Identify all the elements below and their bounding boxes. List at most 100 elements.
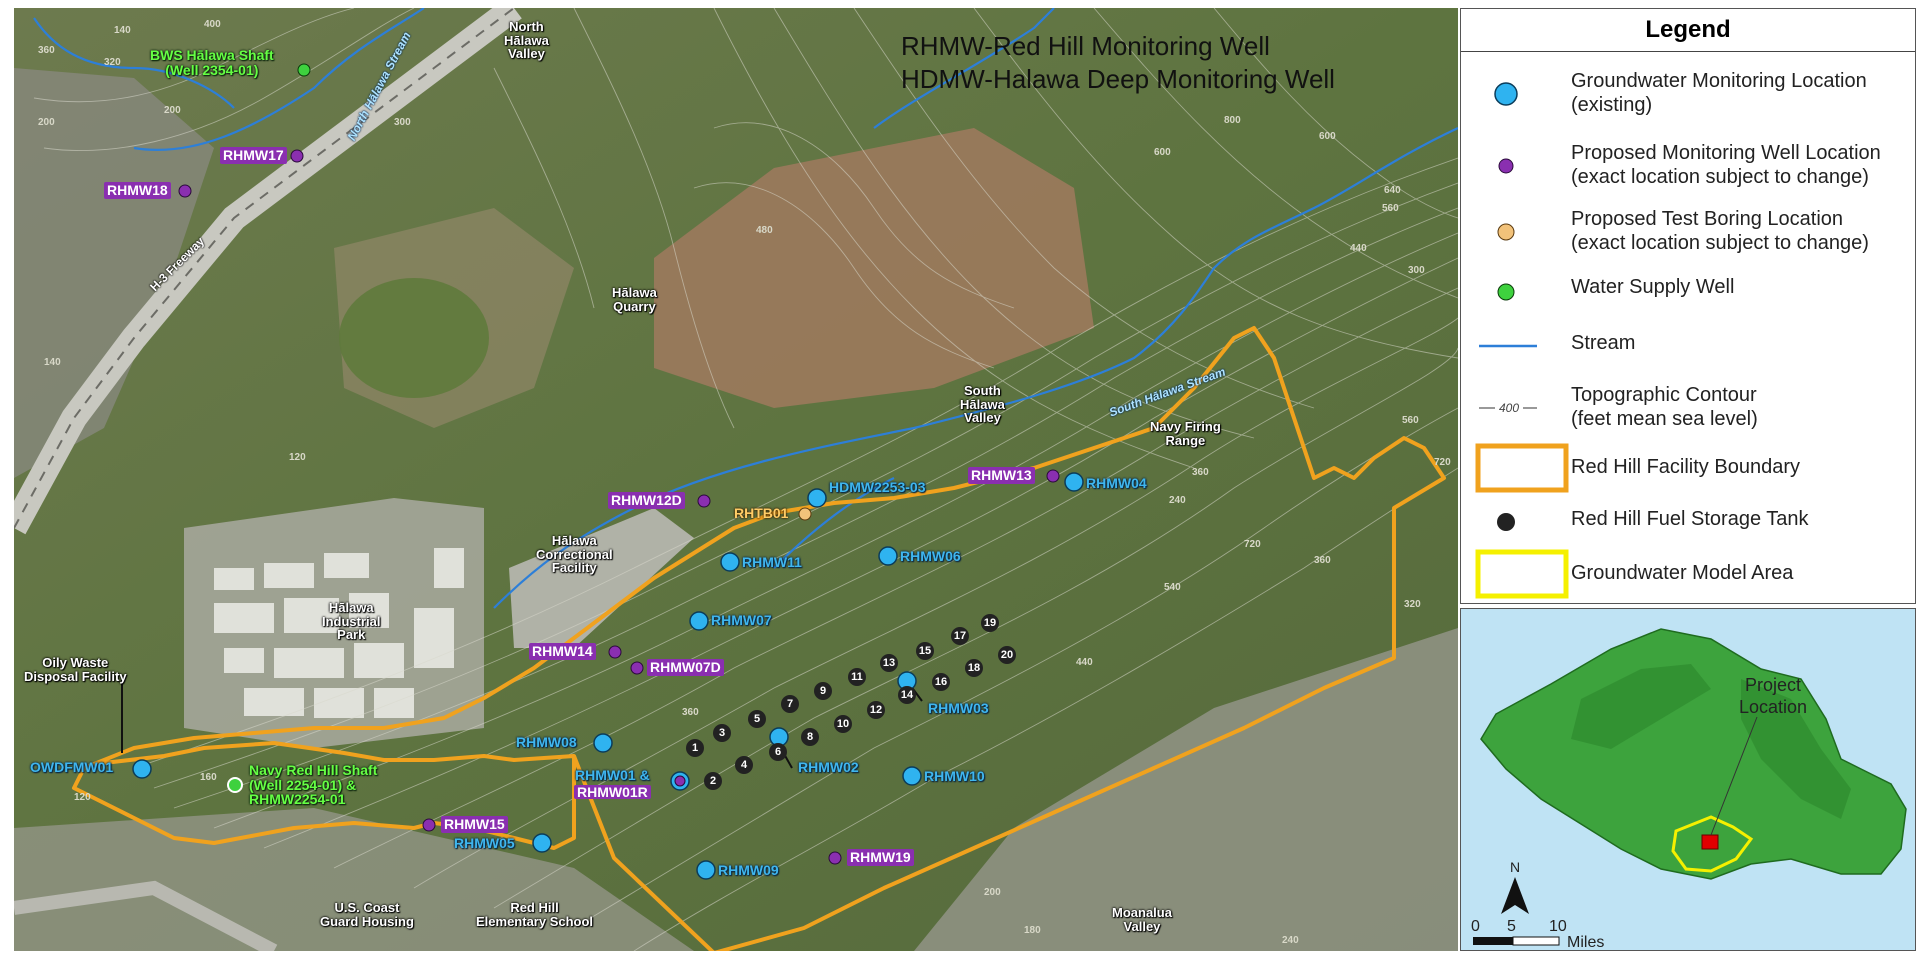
label-rhmw09[interactable]: RHMW09 xyxy=(718,862,779,878)
tank-12[interactable]: 12 xyxy=(867,701,885,719)
tank-18[interactable]: 18 xyxy=(965,659,983,677)
supply-well-navy[interactable] xyxy=(227,777,243,793)
label-rhmw15[interactable]: RHMW15 xyxy=(441,816,508,833)
inset-canvas: Project Location N 0 5 10 Miles xyxy=(1471,628,1907,950)
label-rhmw04[interactable]: RHMW04 xyxy=(1086,475,1147,491)
tank-6[interactable]: 6 xyxy=(769,743,787,761)
label-rhmw07d[interactable]: RHMW07D xyxy=(647,659,724,676)
contour-label: 200 xyxy=(38,117,55,128)
scale-bar-segment-1 xyxy=(1473,937,1513,945)
label-rhmw01[interactable]: RHMW01 & RHMW01R xyxy=(574,767,651,800)
tank-11[interactable]: 11 xyxy=(848,668,866,686)
tank-17[interactable]: 17 xyxy=(951,627,969,645)
site-map[interactable]: RHMW-Red Hill Monitoring Well HDMW-Halaw… xyxy=(14,8,1458,951)
tank-4[interactable]: 4 xyxy=(735,756,753,774)
label-rhmw17[interactable]: RHMW17 xyxy=(220,147,287,164)
map-title: RHMW-Red Hill Monitoring Well HDMW-Halaw… xyxy=(901,30,1335,95)
tank-8[interactable]: 8 xyxy=(801,728,819,746)
proposed-rhmw01r[interactable] xyxy=(674,775,686,787)
north-arrow-icon xyxy=(1501,877,1529,914)
scale-bar-segment-2 xyxy=(1512,936,1560,946)
well-rhmw10[interactable] xyxy=(902,766,922,786)
contour-label: 300 xyxy=(394,117,411,128)
tank-9[interactable]: 9 xyxy=(814,682,832,700)
scale-label-5: 5 xyxy=(1507,918,1516,935)
contour-label: 300 xyxy=(1408,265,1425,276)
contour-symbol-label: 400 xyxy=(1499,401,1519,415)
well-rhmw04[interactable] xyxy=(1064,472,1084,492)
label-rhmw19[interactable]: RHMW19 xyxy=(847,849,914,866)
tank-3[interactable]: 3 xyxy=(713,724,731,742)
project-label-line2: Location xyxy=(1739,697,1807,717)
legend-item-test-boring: Proposed Test Boring Location(exact loca… xyxy=(1461,203,1915,259)
supply-well-bws[interactable] xyxy=(297,63,311,77)
label-rhmw10[interactable]: RHMW10 xyxy=(924,768,985,784)
label-rhmw11[interactable]: RHMW11 xyxy=(742,554,802,570)
label-hdmw2253-03[interactable]: HDMW2253-03 xyxy=(829,479,926,495)
orange-box-icon xyxy=(1475,443,1569,493)
label-rhmw06[interactable]: RHMW06 xyxy=(900,548,961,564)
tributary-stream-nw xyxy=(33,17,235,109)
label-rhmw02[interactable]: RHMW02 xyxy=(798,759,859,775)
label-navy-red-hill-shaft[interactable]: Navy Red Hill Shaft (Well 2254-01) & RHM… xyxy=(249,763,377,807)
tank-15[interactable]: 15 xyxy=(916,642,934,660)
blue-circle-icon xyxy=(1494,82,1518,106)
contour-label: 180 xyxy=(1024,925,1041,936)
proposed-rhmw14[interactable] xyxy=(608,645,622,659)
label-rhmw14[interactable]: RHMW14 xyxy=(529,643,596,660)
tank-19[interactable]: 19 xyxy=(981,614,999,632)
label-owdfmw01[interactable]: OWDFMW01 xyxy=(30,759,114,775)
map-title-line2: HDMW-Halawa Deep Monitoring Well xyxy=(901,63,1335,94)
well-rhmw11[interactable] xyxy=(720,552,740,572)
well-hdmw2253-03[interactable] xyxy=(807,488,827,508)
legend-item-proposed-well: Proposed Monitoring Well Location(exact … xyxy=(1461,137,1915,193)
label-rhmw18[interactable]: RHMW18 xyxy=(104,182,171,199)
well-rhmw06[interactable] xyxy=(878,546,898,566)
tank-7[interactable]: 7 xyxy=(781,695,799,713)
well-rhmw05[interactable] xyxy=(532,833,552,853)
contour-label: 540 xyxy=(1164,582,1181,593)
label-rhmw13[interactable]: RHMW13 xyxy=(968,467,1035,484)
label-rhmw01-line1: RHMW01 & xyxy=(575,767,650,783)
tank-10[interactable]: 10 xyxy=(834,715,852,733)
proposed-rhmw12d[interactable] xyxy=(697,494,711,508)
label-bws-halawa-shaft[interactable]: BWS Hālawa Shaft (Well 2354-01) xyxy=(150,48,274,77)
north-halawa-stream xyxy=(133,8,425,152)
contour-label: 360 xyxy=(38,45,55,56)
oahu-island-shape xyxy=(1480,628,1907,880)
contour-label: 480 xyxy=(756,225,773,236)
well-rhmw09[interactable] xyxy=(696,860,716,880)
contour-label: 240 xyxy=(1282,935,1299,946)
well-rhmw07[interactable] xyxy=(689,611,709,631)
contour-label: 140 xyxy=(114,25,131,36)
legend-text: Stream xyxy=(1571,332,1636,354)
proposed-rhmw13[interactable] xyxy=(1046,469,1060,483)
well-rhmw08[interactable] xyxy=(593,733,613,753)
proposed-rhmw15[interactable] xyxy=(422,818,436,832)
tank-20[interactable]: 20 xyxy=(998,646,1016,664)
tank-13[interactable]: 13 xyxy=(880,654,898,672)
legend-text: Proposed Test Boring Location(exact loca… xyxy=(1571,208,1869,255)
legend-item-model-area: Groundwater Model Area xyxy=(1461,547,1915,601)
label-rhmw08[interactable]: RHMW08 xyxy=(516,734,577,750)
test-boring-rhtb01[interactable] xyxy=(798,507,812,521)
well-owdfmw01[interactable] xyxy=(132,759,152,779)
scale-label-0: 0 xyxy=(1471,918,1480,935)
proposed-rhmw07d[interactable] xyxy=(630,661,644,675)
tank-16[interactable]: 16 xyxy=(932,673,950,691)
residential-southeast xyxy=(914,628,1458,951)
tank-14[interactable]: 14 xyxy=(898,686,916,704)
label-rhmw07[interactable]: RHMW07 xyxy=(711,612,772,628)
label-rhtb01[interactable]: RHTB01 xyxy=(734,505,789,521)
tank-5[interactable]: 5 xyxy=(748,710,766,728)
tank-1[interactable]: 1 xyxy=(686,739,704,757)
label-rhmw03[interactable]: RHMW03 xyxy=(928,700,989,716)
proposed-rhmw17[interactable] xyxy=(290,149,304,163)
tank-2[interactable]: 2 xyxy=(704,772,722,790)
label-rhmw05[interactable]: RHMW05 xyxy=(454,835,515,851)
proposed-rhmw19[interactable] xyxy=(828,851,842,865)
label-rhmw12d[interactable]: RHMW12D xyxy=(608,492,685,509)
proposed-rhmw18[interactable] xyxy=(178,184,192,198)
